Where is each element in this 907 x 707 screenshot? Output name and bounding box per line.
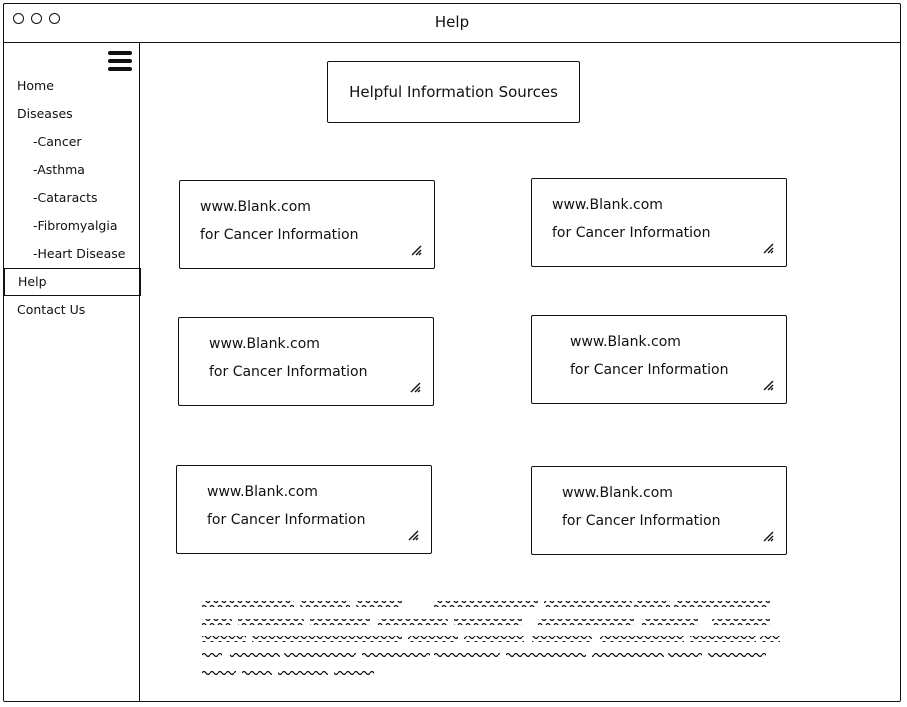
resize-handle-icon[interactable] bbox=[407, 529, 419, 541]
resize-handle-icon[interactable] bbox=[762, 242, 774, 254]
card-url[interactable]: www.Blank.com bbox=[207, 484, 318, 500]
resize-handle-icon[interactable] bbox=[762, 379, 774, 391]
resize-handle-icon[interactable] bbox=[762, 530, 774, 542]
sidebar-item-fibromyalgia[interactable]: -Fibromyalgia bbox=[33, 218, 118, 233]
resize-handle-icon[interactable] bbox=[410, 244, 422, 256]
sidebar-nav: Home Diseases -Cancer -Asthma -Cataracts… bbox=[4, 72, 141, 324]
sidebar-item-diseases[interactable]: Diseases bbox=[17, 106, 73, 121]
info-source-card[interactable]: www.Blank.com for Cancer Information bbox=[178, 317, 434, 406]
sidebar-item-cancer[interactable]: -Cancer bbox=[33, 134, 82, 149]
sidebar-item-help[interactable]: Help bbox=[4, 268, 141, 296]
card-description: for Cancer Information bbox=[207, 512, 366, 528]
info-source-card[interactable]: www.Blank.com for Cancer Information bbox=[531, 315, 787, 404]
sidebar-item-contact-us[interactable]: Contact Us bbox=[17, 302, 86, 317]
squiggle-text-icon bbox=[202, 601, 780, 676]
window-controls bbox=[13, 13, 60, 24]
sidebar: Home Diseases -Cancer -Asthma -Cataracts… bbox=[4, 42, 141, 701]
card-description: for Cancer Information bbox=[209, 364, 368, 380]
sidebar-item-heart-disease[interactable]: -Heart Disease bbox=[33, 246, 126, 261]
main-content: Helpful Information Sources www.Blank.co… bbox=[140, 42, 900, 701]
minimize-window-icon[interactable] bbox=[31, 13, 42, 24]
close-window-icon[interactable] bbox=[13, 13, 24, 24]
app-window: Help Home Diseases -Cancer -Asthma -Cata… bbox=[3, 3, 901, 702]
maximize-window-icon[interactable] bbox=[49, 13, 60, 24]
info-source-card[interactable]: www.Blank.com for Cancer Information bbox=[179, 180, 435, 269]
page-heading: Helpful Information Sources bbox=[327, 61, 580, 123]
resize-handle-icon[interactable] bbox=[409, 381, 421, 393]
window-title: Help bbox=[434, 13, 470, 31]
info-source-card[interactable]: www.Blank.com for Cancer Information bbox=[531, 178, 787, 267]
info-source-card[interactable]: www.Blank.com for Cancer Information bbox=[176, 465, 432, 554]
card-description: for Cancer Information bbox=[552, 225, 711, 241]
card-description: for Cancer Information bbox=[570, 362, 729, 378]
info-source-card[interactable]: www.Blank.com for Cancer Information bbox=[531, 466, 787, 555]
card-url[interactable]: www.Blank.com bbox=[552, 197, 663, 213]
sidebar-item-asthma[interactable]: -Asthma bbox=[33, 162, 85, 177]
sidebar-item-home[interactable]: Home bbox=[17, 78, 54, 93]
card-description: for Cancer Information bbox=[200, 227, 359, 243]
hamburger-menu-icon[interactable] bbox=[108, 51, 132, 71]
card-url[interactable]: www.Blank.com bbox=[200, 199, 311, 215]
placeholder-paragraph bbox=[202, 598, 787, 682]
sidebar-item-cataracts[interactable]: -Cataracts bbox=[33, 190, 98, 205]
card-url[interactable]: www.Blank.com bbox=[209, 336, 320, 352]
title-bar: Help bbox=[4, 4, 900, 43]
card-url[interactable]: www.Blank.com bbox=[562, 485, 673, 501]
card-url[interactable]: www.Blank.com bbox=[570, 334, 681, 350]
card-description: for Cancer Information bbox=[562, 513, 721, 529]
